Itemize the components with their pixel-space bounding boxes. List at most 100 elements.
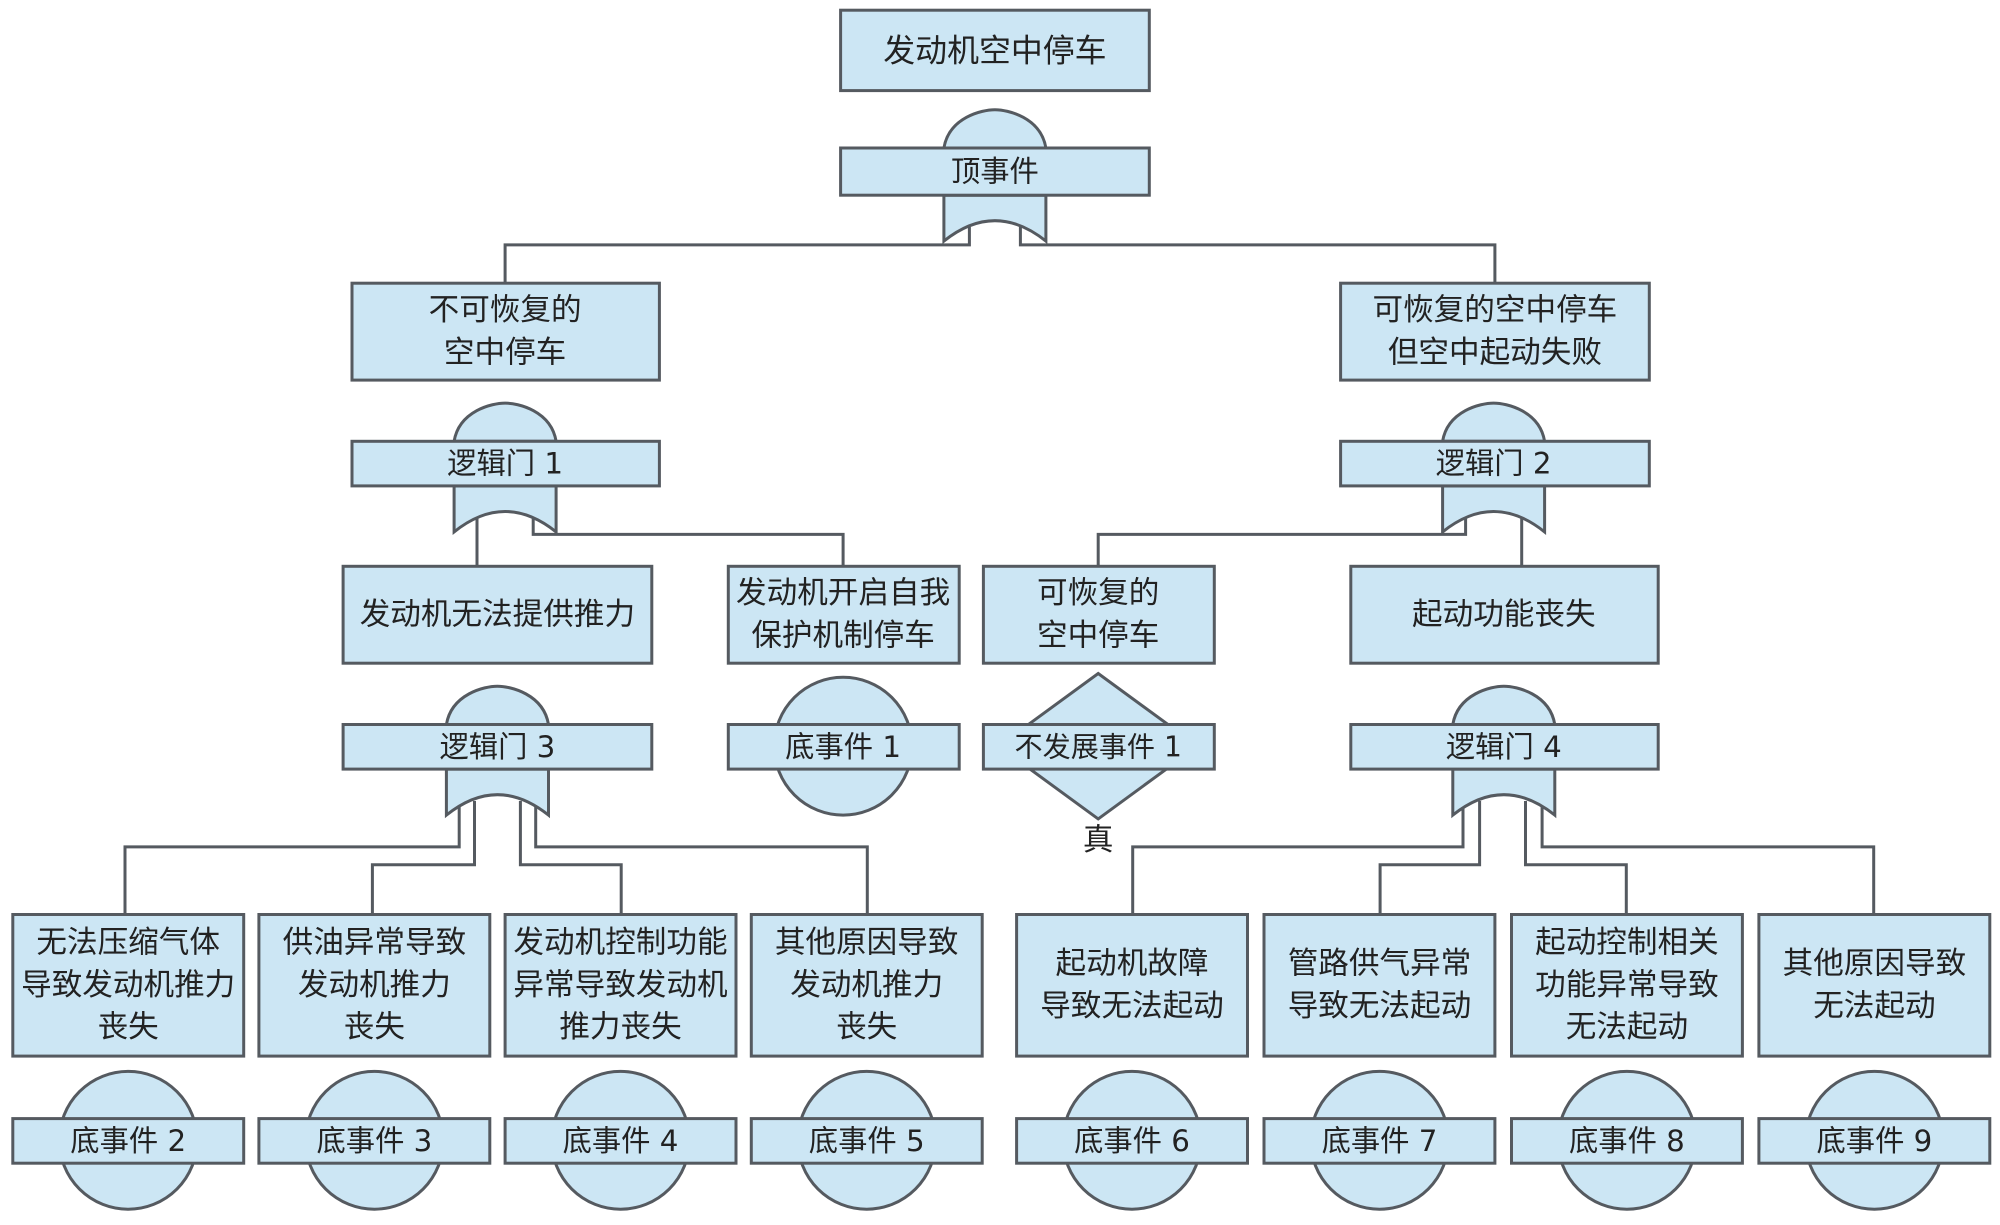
basic-event-3-bar (257, 1117, 492, 1165)
leaf-event-8-label-line-1: 其他原因导致 (1783, 947, 1967, 982)
gate-3-label: 逻辑门 3 (439, 730, 555, 764)
conn-g4-4 (1540, 801, 1876, 915)
mid-event-2-label-line-1: 发动机开启自我 (736, 576, 950, 611)
conn-g4-1 (1131, 801, 1465, 915)
gate-2-label: 逻辑门 2 (1436, 447, 1552, 481)
conn-top-left (503, 227, 971, 284)
leaf-event-4-label-line-2: 发动机推力 (790, 968, 943, 1003)
mid-event-2-label-line-2: 保护机制停车 (751, 618, 935, 653)
leaf-event-2-label-line-1: 供油异常导致 (283, 926, 467, 961)
leaf-event-6-label-line-2: 导致无法起动 (1288, 989, 1472, 1024)
conn-top-right (1018, 227, 1497, 284)
mid-event-3-box (981, 564, 1216, 665)
leaf-event-7-label-line-1: 起动控制相关 (1535, 926, 1719, 961)
branch-left-label-line-2: 空中停车 (444, 335, 566, 370)
basic-event-4-bar (503, 1117, 738, 1165)
leaf-event-3-box (503, 913, 738, 1058)
leaf-event-3-label-line-2: 异常导致发动机 (513, 968, 727, 1003)
leaf-event-1-label-line-3: 丧失 (98, 1010, 159, 1045)
leaf-event-5-box (1015, 913, 1249, 1058)
leaf-event-8-box (1757, 913, 1992, 1058)
basic-event-2-label: 底事件 2 (70, 1124, 186, 1158)
branch-right-label-line-1: 可恢复的空中停车 (1373, 293, 1618, 328)
basic-event-9-label: 底事件 9 (1816, 1124, 1932, 1158)
gate-3-dome (444, 684, 551, 726)
mid-event-1-box (341, 564, 654, 665)
top-event-label: 发动机空中停车 (883, 31, 1106, 69)
basic-event-6-bar (1015, 1117, 1249, 1165)
conn-g2-a (1096, 516, 1468, 567)
event-boxes (11, 8, 1992, 1165)
mid-event-3-label-line-2: 空中停车 (1037, 618, 1159, 653)
basic-event-7-label: 底事件 7 (1322, 1124, 1438, 1158)
basic-event-5-label: 底事件 5 (809, 1124, 925, 1158)
basic-event-6-label: 底事件 6 (1074, 1124, 1190, 1158)
basic-event-4-label: 底事件 4 (563, 1124, 679, 1158)
gate-2-bar (1339, 439, 1651, 488)
gate-4-dome (1451, 684, 1557, 726)
gate-4-shield (1451, 767, 1557, 819)
top-gate-bar (839, 146, 1151, 197)
top-event-box (839, 8, 1151, 93)
connector-lines (123, 227, 1876, 915)
conn-g1-b (531, 516, 845, 567)
mid-event-3-label-line-1: 可恢复的 (1037, 576, 1159, 611)
gate-4-bar (1349, 723, 1660, 771)
leaf-event-6-label-line-1: 管路供气异常 (1288, 947, 1472, 982)
top-gate-shield (942, 193, 1048, 245)
branch-right-box (1339, 281, 1651, 382)
leaf-event-2-label-line-3: 丧失 (344, 1010, 405, 1045)
conn-g3-2 (370, 801, 476, 915)
basic-event-1-label: 底事件 1 (785, 730, 901, 764)
basic-event-2-bar (11, 1117, 246, 1165)
leaf-event-3-label-line-3: 推力丧失 (559, 1010, 681, 1045)
conn-g4-2 (1378, 801, 1482, 915)
leaf-event-5-label-line-2: 导致无法起动 (1040, 989, 1224, 1024)
basic-event-8-label: 底事件 8 (1569, 1124, 1685, 1158)
leaf-event-7-box (1510, 913, 1744, 1058)
leaf-event-4-label-line-3: 丧失 (836, 1010, 897, 1045)
conn-g4-3 (1524, 801, 1628, 915)
gate-3-bar (341, 723, 654, 771)
conn-g3-4 (534, 801, 869, 915)
basic-event-1-bar (726, 723, 961, 771)
leaf-event-2-label-line-2: 发动机推力 (298, 968, 451, 1003)
gate-1-bar (350, 439, 661, 488)
conn-g3-3 (518, 801, 623, 915)
basic-event-3-label: 底事件 3 (316, 1124, 432, 1158)
leaf-event-2-box (257, 913, 492, 1058)
branch-left-label-line-1: 不可恢复的 (429, 293, 582, 328)
gate-1-label: 逻辑门 1 (447, 447, 563, 481)
leaf-event-1-label-line-1: 无法压缩气体 (36, 926, 220, 961)
leaf-event-6-box (1262, 913, 1497, 1058)
basic-event-9-bar (1757, 1117, 1992, 1165)
mid-event-1-label-line-1: 发动机无法提供推力 (360, 597, 635, 632)
leaf-event-8-label-line-2: 无法起动 (1813, 989, 1935, 1024)
mid-event-4-label-line-1: 起动功能丧失 (1412, 597, 1596, 632)
leaf-event-1-box (11, 913, 246, 1058)
leaf-event-5-label-line-1: 起动机故障 (1056, 947, 1209, 982)
basic-event-5-bar (749, 1117, 984, 1165)
gate-1-dome (452, 401, 558, 443)
leaf-event-4-label-line-1: 其他原因导致 (775, 926, 959, 961)
leaf-event-7-label-line-2: 功能异常导致 (1535, 968, 1719, 1003)
gate-symbols (57, 108, 1945, 1211)
top-gate-label: 顶事件 (951, 155, 1039, 189)
mid-event-4-box (1349, 564, 1660, 665)
basic-event-8-bar (1510, 1117, 1744, 1165)
branch-right-label-line-2: 但空中起动失败 (1388, 335, 1602, 370)
gate-4-label: 逻辑门 4 (1446, 730, 1562, 764)
undeveloped-event-1-bar (981, 723, 1216, 771)
result-true-label: 真 (1083, 823, 1114, 858)
mid-event-2-box (726, 564, 961, 665)
gate-1-shield (452, 484, 558, 536)
gate-3-shield (444, 767, 550, 819)
conn-g3-1 (123, 801, 461, 915)
branch-left-box (350, 281, 661, 382)
leaf-event-7-label-line-3: 无法起动 (1566, 1010, 1688, 1045)
basic-event-7-bar (1262, 1117, 1497, 1165)
leaf-event-4-box (749, 913, 984, 1058)
